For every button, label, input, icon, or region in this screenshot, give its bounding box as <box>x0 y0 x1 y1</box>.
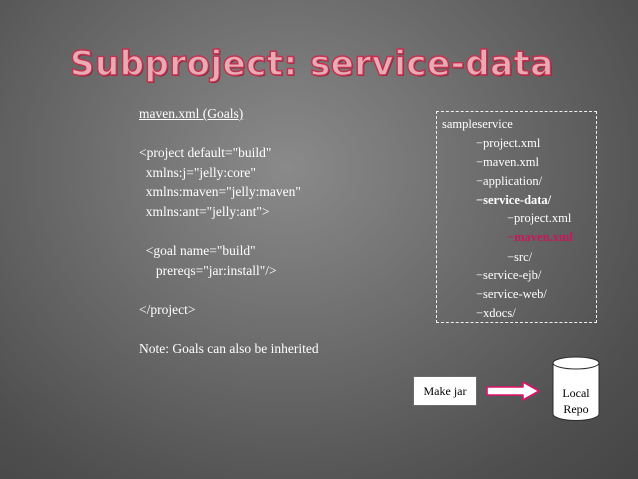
code-line: </project> <box>139 301 196 317</box>
tree-item: −project.xml <box>507 211 572 225</box>
repo-label: Local Repo <box>552 385 600 417</box>
tree-item: −project.xml <box>476 136 541 150</box>
tree-item: −application/ <box>476 174 543 188</box>
code-line: xmlns:ant="jelly:ant"> <box>139 203 270 219</box>
arrow-right-icon <box>486 381 540 401</box>
code-line: xmlns:j="jelly:core" <box>139 164 256 180</box>
file-tree: sampleservice −project.xml −maven.xml −a… <box>436 111 597 323</box>
tree-item: −service-ejb/ <box>476 268 542 282</box>
code-line: prereqs="jar:install"/> <box>139 262 277 278</box>
make-jar-box: Make jar <box>413 376 477 406</box>
tree-item-service-data: −service-data/ <box>476 193 552 207</box>
tree-item-highlighted: −maven.xml <box>507 230 573 244</box>
tree-item: −maven.xml <box>476 155 539 169</box>
code-line <box>139 280 319 300</box>
code-line: <project default="build" <box>139 145 272 161</box>
tree-root: sampleservice <box>442 117 513 131</box>
code-line: <goal name="build" <box>139 243 256 259</box>
code-line: xmlns:maven="jelly:maven" <box>139 184 301 200</box>
note-line: Note: Goals can also be inherited <box>139 341 319 357</box>
make-jar-label: Make jar <box>423 383 467 398</box>
repo-label-line1: Local <box>562 386 590 400</box>
tree-item: −src/ <box>507 250 533 264</box>
code-line-heading: maven.xml (Goals) <box>139 106 244 121</box>
code-line <box>139 320 319 340</box>
tree-item: −xdocs/ <box>476 306 516 320</box>
code-block: maven.xml (Goals) <project default="buil… <box>139 104 319 359</box>
database-cylinder-icon <box>552 356 600 421</box>
slide-title: Subproject: service-data <box>69 43 554 84</box>
code-line <box>139 222 319 242</box>
code-line <box>139 124 319 144</box>
tree-item: −service-web/ <box>476 287 547 301</box>
repo-label-line2: Repo <box>563 402 589 416</box>
